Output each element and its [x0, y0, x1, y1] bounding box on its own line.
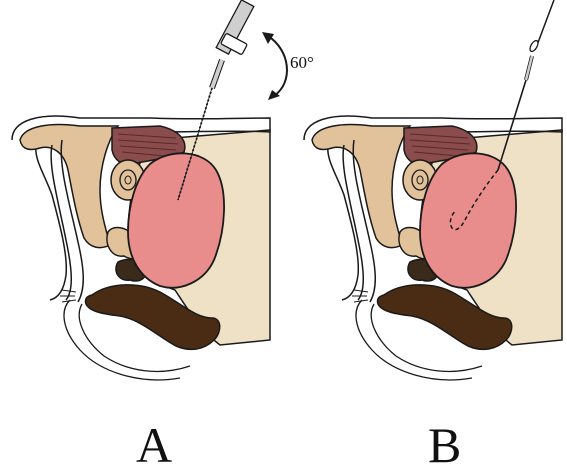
- panel-label-a: A: [136, 417, 172, 472]
- panel-a: 60° A: [12, 0, 314, 472]
- panel-b: B: [304, 0, 562, 472]
- angle-label: 60°: [290, 53, 314, 72]
- panel-label-b: B: [428, 417, 461, 472]
- curved-double-arrow-icon: [268, 36, 287, 96]
